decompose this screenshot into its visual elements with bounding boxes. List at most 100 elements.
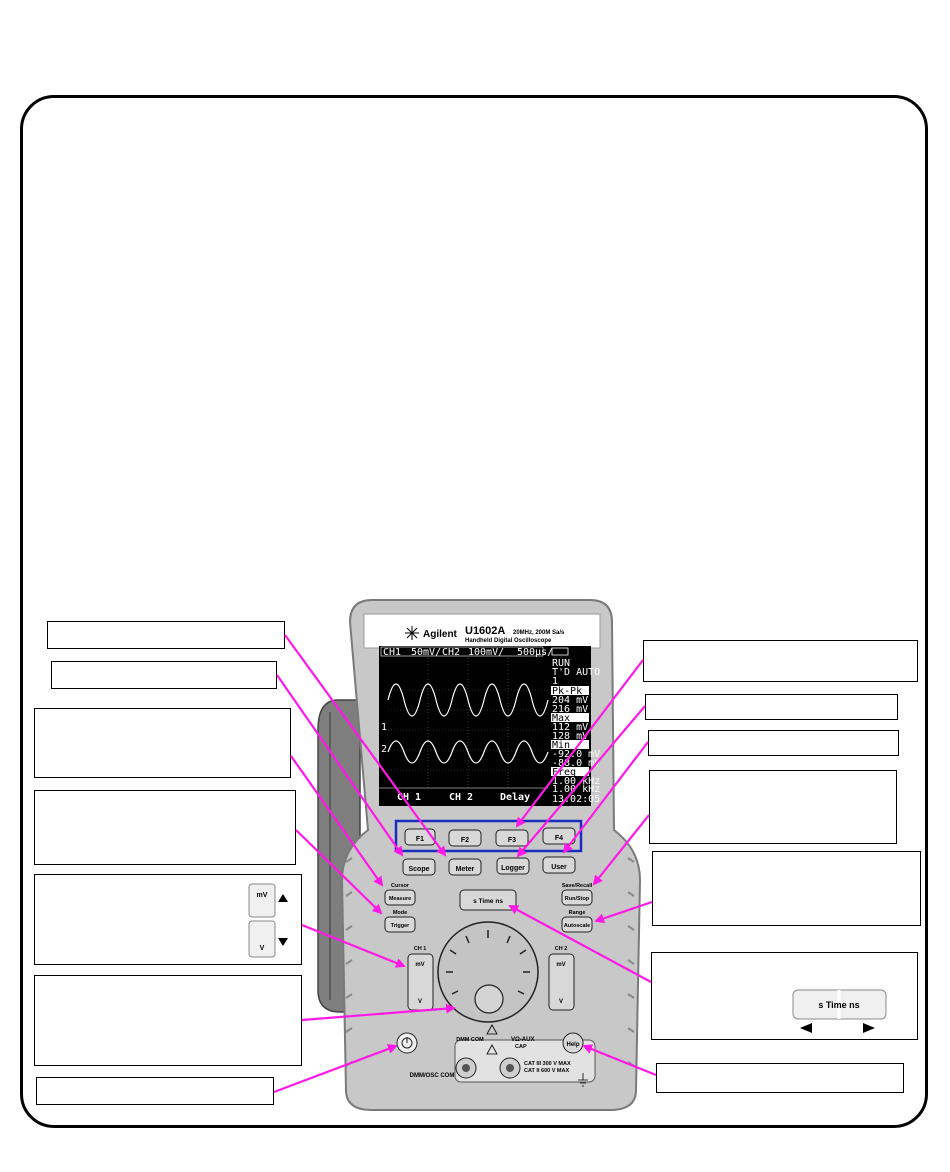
run-stop-label: Run/Stop	[565, 896, 590, 902]
clock-readout: 13:02:05	[552, 794, 600, 805]
trigger-button[interactable]: Trigger	[384, 916, 416, 933]
max-ch1: 112 mV	[552, 722, 588, 733]
cat2-label: CAT II 600 V MAX	[524, 1068, 569, 1074]
ch2-marker: 2	[381, 744, 387, 755]
ch1-header: CH1	[383, 647, 401, 658]
pkpk-ch2: 216 mV	[552, 704, 588, 715]
ch2-waveform	[387, 740, 549, 764]
freq-label: Freq	[552, 767, 576, 778]
user-button[interactable]: User	[542, 856, 576, 874]
help-button[interactable]: Help	[562, 1032, 584, 1054]
legend-right-arrow-icon	[863, 1023, 875, 1033]
freq-ch1: 1.00 kHz	[552, 776, 600, 787]
graticule	[388, 658, 548, 788]
callout-help	[656, 1063, 904, 1093]
freq-ch2: 1.00 kHz	[552, 784, 600, 795]
pkpk-ch1: 204 mV	[552, 695, 588, 706]
legend-timebase-label: s Time ns	[818, 1000, 859, 1010]
arrow-measure	[290, 755, 384, 887]
meter-button[interactable]: Meter	[448, 858, 482, 876]
arrow-power	[273, 1044, 398, 1094]
callout-measure	[34, 708, 291, 778]
arrow-timebase	[508, 905, 652, 983]
model-description: Handheld Digital Oscilloscope	[465, 638, 552, 644]
min-label-bg	[551, 740, 589, 749]
ch2-scale: 100mV/	[468, 647, 504, 658]
logger-button[interactable]: Logger	[496, 857, 530, 875]
f3-label: F3	[508, 837, 516, 844]
ch1-marker: 1	[381, 722, 387, 733]
softkey-label-ch2: CH 2	[449, 792, 473, 803]
scope-button[interactable]: Scope	[402, 858, 436, 876]
scope-label: Scope	[408, 866, 429, 873]
user-label: User	[551, 864, 567, 871]
max-label: Max	[552, 713, 570, 724]
timebase-rocker[interactable]: s Time ns	[459, 889, 517, 911]
f4-button[interactable]: F4	[542, 827, 576, 845]
help-label: Help	[566, 1042, 579, 1048]
ch2-scale-rocker[interactable]: mV V	[548, 953, 575, 1011]
caution-icon	[486, 1044, 498, 1055]
autoscale-button[interactable]: Autoscale	[561, 916, 593, 933]
arrow-scope	[276, 674, 404, 857]
min-label: Min	[552, 740, 570, 751]
softkey-label-ch1: CH 1	[397, 792, 421, 803]
header-bezel	[363, 613, 601, 649]
measure-button[interactable]: Measure	[384, 889, 416, 906]
min-ch1: -92.0 mV	[552, 749, 600, 760]
legend-v-label: V	[260, 945, 265, 952]
cap-label: CAP	[515, 1044, 527, 1050]
leader-arrows	[273, 634, 657, 1094]
vo-aux-terminal-jack[interactable]	[499, 1057, 521, 1079]
vo-aux-label: VΩ-AUX	[511, 1037, 534, 1043]
run-stop-button[interactable]: Run/Stop	[561, 889, 593, 906]
callout-power	[36, 1077, 274, 1105]
arrow-meter	[284, 634, 447, 857]
com-terminal-jack[interactable]	[455, 1057, 477, 1079]
f2-button[interactable]: F2	[448, 829, 482, 847]
freq-label-bg	[551, 767, 589, 776]
mode-label: Mode	[393, 910, 407, 916]
knob-grip-marks	[446, 930, 530, 995]
legend-down-arrow-icon	[278, 938, 288, 946]
f3-button[interactable]: F3	[495, 829, 529, 847]
lcd-header	[380, 646, 544, 657]
callout-autoscale	[652, 851, 921, 926]
grip-ridges	[345, 857, 635, 1067]
logger-label: Logger	[501, 865, 525, 872]
ch2-v-label: V	[559, 999, 563, 1005]
lcd-screen	[379, 646, 591, 806]
ch1-waveform	[387, 683, 549, 717]
callout-trigger	[34, 790, 296, 865]
legend-mv-label: mV	[257, 892, 268, 899]
callout-logger	[645, 694, 898, 720]
f1-button[interactable]: F1	[404, 828, 436, 846]
callout-softkeys	[643, 640, 918, 682]
power-button[interactable]	[396, 1032, 418, 1054]
arrow-run-stop	[592, 814, 650, 886]
cursor-label: Cursor	[391, 883, 410, 889]
ch1-scale-rocker[interactable]: mV V	[407, 953, 434, 1011]
cat3-label: CAT III 300 V MAX	[524, 1061, 571, 1067]
ch1-label: CH 1	[414, 946, 427, 952]
warning-icon	[486, 1024, 498, 1035]
agilent-logo-icon	[405, 626, 419, 640]
arrow-knob	[301, 1003, 456, 1022]
trigger-label: Trigger	[391, 923, 411, 929]
min-ch2: -88.0 mV	[552, 758, 600, 769]
battery-icon	[551, 647, 569, 656]
brand-name: Agilent	[423, 629, 458, 640]
ch1-scale: 50mV/	[411, 647, 441, 658]
rotary-knob[interactable]	[437, 921, 539, 1023]
terminal-panel	[454, 1039, 596, 1083]
run-status: RUN	[552, 658, 570, 669]
model-spec: 20MHz, 200M Sa/s	[513, 630, 565, 636]
f1-label: F1	[416, 836, 424, 843]
arrow-help	[582, 1044, 657, 1077]
ch2-mv-label: mV	[556, 962, 565, 968]
legend-timebase-rocker-icon: s Time ns	[792, 989, 887, 1020]
arrow-ch1-rocker	[301, 923, 406, 968]
meter-label: Meter	[456, 866, 475, 873]
ch1-mv-label: mV	[415, 962, 424, 968]
trigger-status: T'D AUTO	[552, 667, 600, 678]
